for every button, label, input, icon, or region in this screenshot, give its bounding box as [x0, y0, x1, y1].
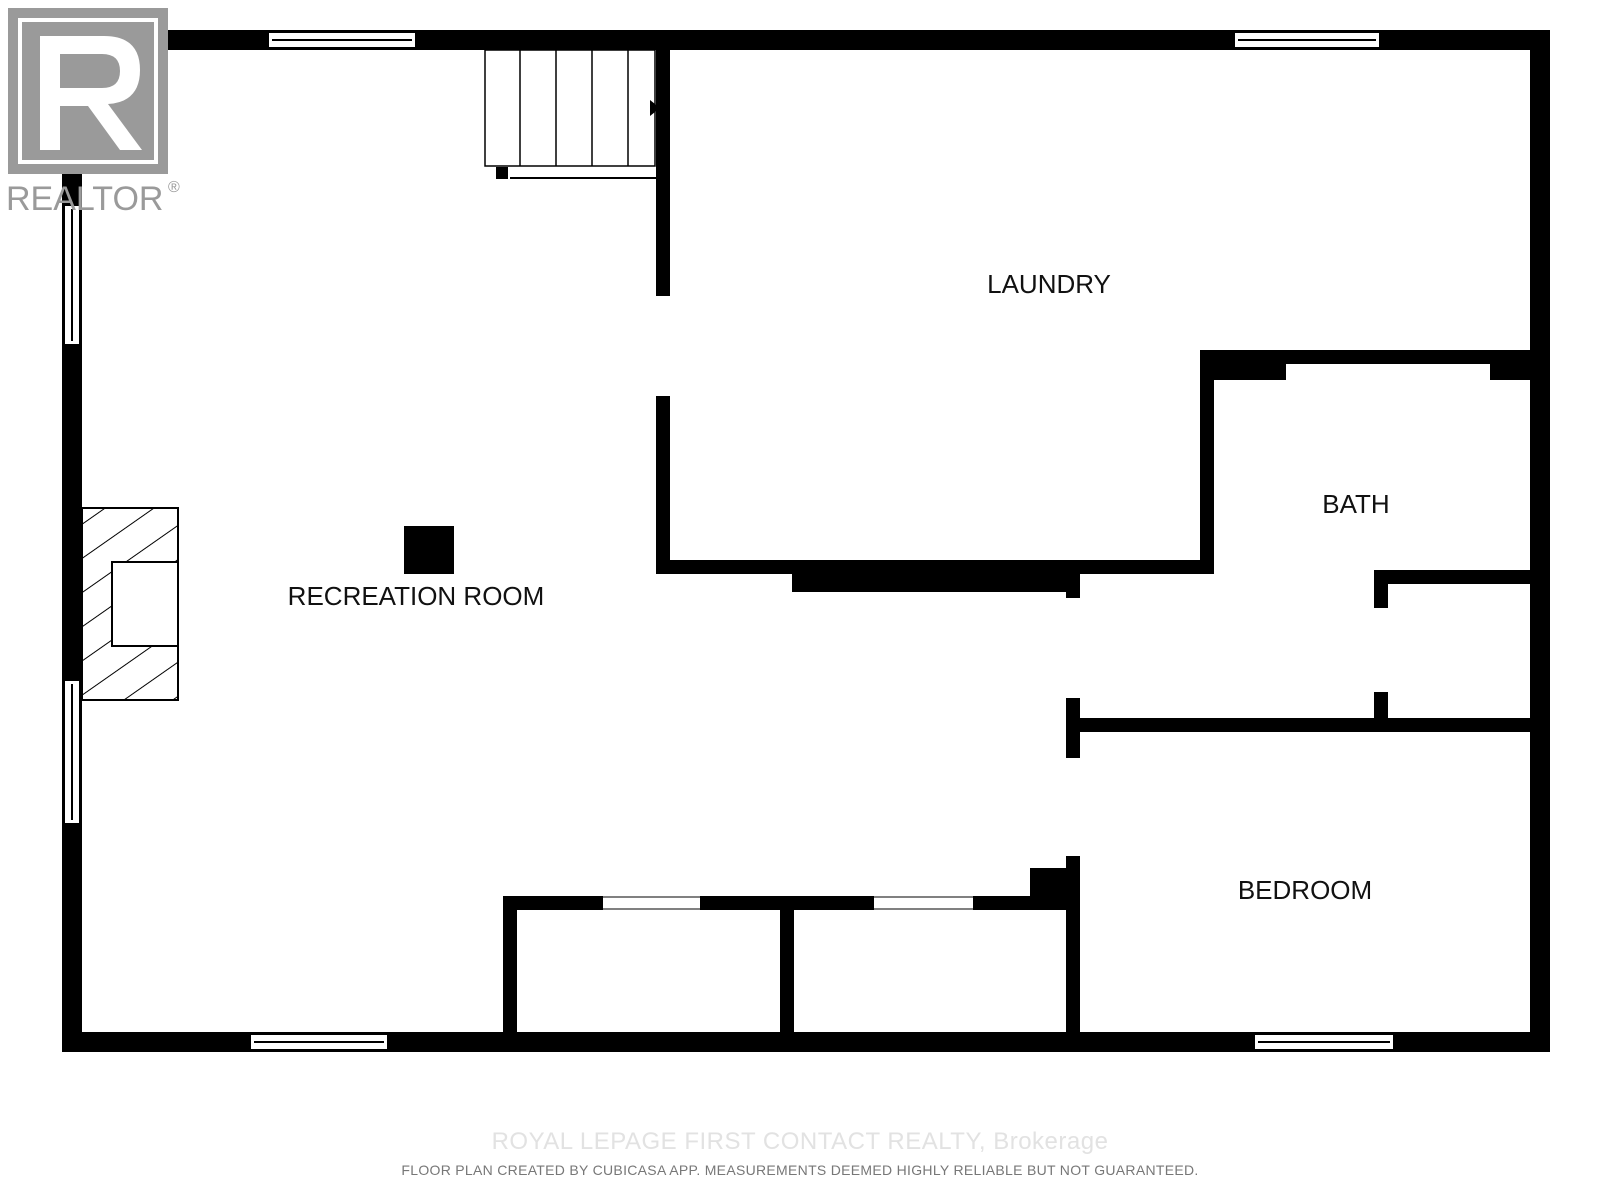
support-column: [404, 526, 454, 574]
window-left-lower: [63, 679, 81, 825]
realtor-logo: REALTOR ®: [6, 8, 180, 218]
realtor-r-logo-icon: [8, 8, 168, 174]
window-top-right: [1233, 31, 1381, 49]
window-bottom-right: [1253, 1033, 1395, 1051]
window-top-left: [267, 31, 417, 49]
fireplace: [81, 507, 179, 701]
room-label-bedroom: BEDROOM: [1238, 875, 1372, 905]
staircase: [484, 49, 660, 179]
floor-plan-disclaimer: FLOOR PLAN CREATED BY CUBICASA APP. MEAS…: [401, 1162, 1199, 1178]
closet-doors: [603, 896, 973, 910]
realtor-brand-text: REALTOR: [6, 180, 163, 218]
room-label-bath: BATH: [1322, 489, 1389, 519]
room-label-recreation-room: RECREATION ROOM: [288, 581, 545, 611]
realtor-registered-mark: ®: [168, 179, 180, 196]
brokerage-watermark: ROYAL LEPAGE FIRST CONTACT REALTY, Broke…: [491, 1128, 1109, 1155]
window-left-upper: [63, 204, 81, 346]
interior-walls: [503, 50, 1536, 1046]
room-label-laundry: LAUNDRY: [987, 269, 1111, 299]
window-bottom-left: [249, 1033, 389, 1051]
windows: [63, 31, 1395, 1051]
